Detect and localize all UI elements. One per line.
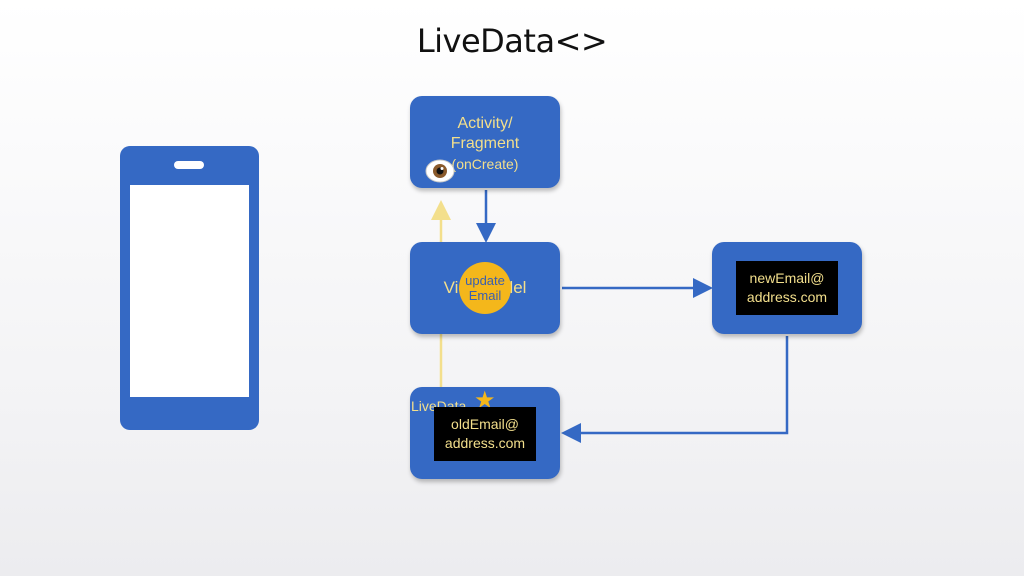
activity-fragment-box: Activity/ Fragment (onCreate) xyxy=(410,96,560,188)
old-email-line1: oldEmail@ xyxy=(451,416,519,432)
phone-screen xyxy=(130,185,249,397)
update-email-badge: update Email xyxy=(459,262,511,314)
arrow-repo-to-livedata xyxy=(561,336,789,443)
phone-icon xyxy=(120,146,259,430)
star-icon: ★ xyxy=(474,387,496,414)
eye-icon xyxy=(425,159,455,183)
activity-label: Activity/ xyxy=(457,115,513,132)
page-title: LiveData<> xyxy=(416,22,608,60)
email-label: Email xyxy=(468,288,502,303)
oncreate-label: (onCreate) xyxy=(451,156,519,172)
update-label: update xyxy=(465,273,505,288)
old-email-value: oldEmail@ address.com xyxy=(434,407,536,461)
fragment-label: Fragment xyxy=(450,135,520,152)
phone-speaker xyxy=(174,161,204,169)
old-email-line2: address.com xyxy=(444,435,526,451)
new-email-line1: newEmail@ xyxy=(749,270,825,286)
new-email-value: newEmail@ address.com xyxy=(736,261,838,315)
new-email-line2: address.com xyxy=(746,289,828,305)
